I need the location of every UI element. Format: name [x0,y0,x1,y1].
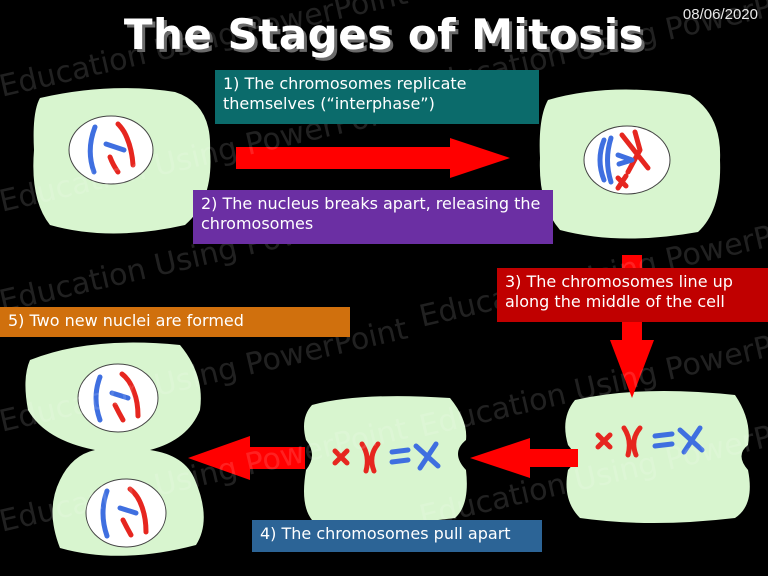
step-label-4: 4) The chromosomes pull apart [252,520,542,552]
cell-5-daughter-cells [25,342,204,556]
step-label-5: 5) Two new nuclei are formed [0,307,350,337]
cell-2-replicated [539,89,721,239]
chromosome-blue [117,505,139,516]
chromosome-red [112,402,126,423]
nucleus [85,478,167,548]
arrow-right [236,138,510,178]
step-label-3: 3) The chromosomes line up along the mid… [497,268,768,322]
chromosome-blue [100,488,110,539]
chromosome-red [621,425,643,458]
chromosome-red [619,132,651,171]
chromosome-blue [652,431,675,449]
chromosome-red [127,486,149,535]
nucleus [68,115,154,185]
cell-1-interphase [33,88,211,234]
chromosome-red [332,448,350,466]
step-label-2: 2) The nucleus breaks apart, releasing t… [193,190,553,244]
chromosome-red [595,432,613,450]
chromosome-blue [615,152,635,167]
chromosome-blue [605,135,614,185]
chromosome-blue [597,137,607,183]
chromosome-red [115,121,136,168]
chromosome-red [615,173,629,191]
step-label-1: 1) The chromosomes replicate themselves … [215,70,539,124]
chromosome-blue [87,124,98,175]
chromosome-red [119,371,141,419]
arrow-left [470,438,578,478]
cell-membrane [304,396,467,524]
chromosome-blue [109,390,131,401]
chromosome-blue [413,441,441,471]
chromosome-blue [103,141,127,153]
chromosome-red [120,517,134,538]
chromosome-red [625,129,643,175]
chromosome-blue [389,447,411,465]
cell-3-metaphase [565,391,750,523]
cell-membrane [565,391,750,523]
nucleus [77,363,159,433]
chromosome-red [359,441,381,474]
chromosome-red [107,154,121,175]
arrow-left [188,436,305,480]
chromosome-blue [93,374,103,423]
arrow-down [610,255,654,398]
slide-title: The Stages of Mitosis [123,10,645,59]
chromosome-blue [677,425,705,455]
slide-date: 08/06/2020 [682,6,758,23]
cell-4-anaphase [304,396,467,524]
